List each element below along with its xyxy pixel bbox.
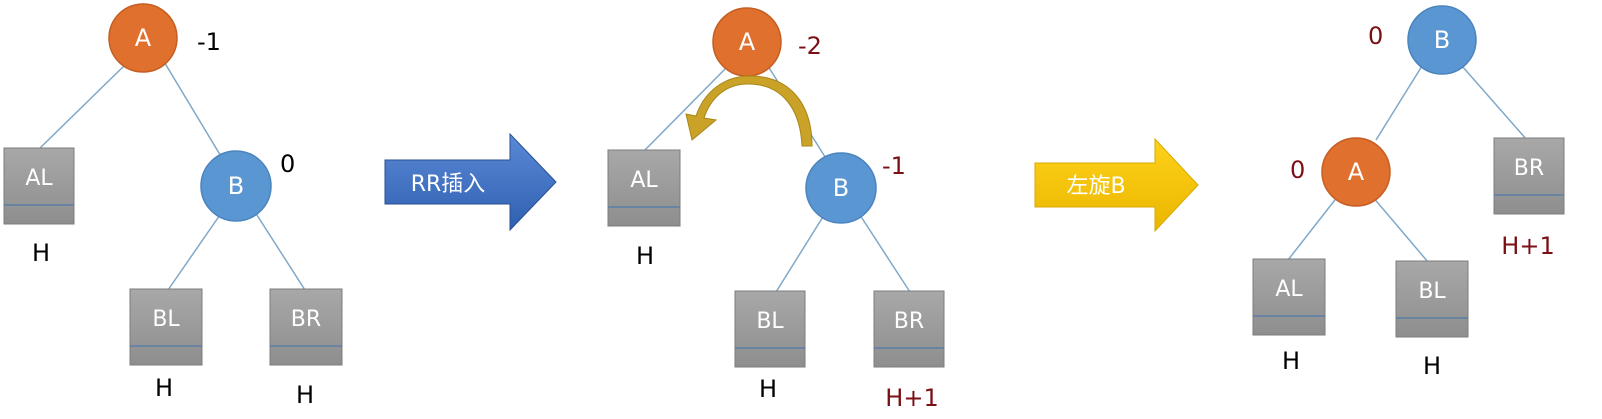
subtree-br-label: BR bbox=[291, 307, 321, 332]
edge-b-a bbox=[1375, 65, 1423, 141]
subtree-bl-label: BL bbox=[756, 309, 784, 334]
subtree-br-label: BR bbox=[894, 309, 924, 334]
node-a: A bbox=[1321, 137, 1391, 207]
node-a-label: A bbox=[739, 28, 756, 56]
subtree-al-height: H bbox=[32, 239, 50, 267]
subtree-br-label: BR bbox=[1514, 156, 1544, 181]
panel-2-after-insert: A -2 B -1 AL H BL H BR H+1 bbox=[607, 7, 945, 412]
subtree-al: AL bbox=[1252, 258, 1326, 336]
edge-a-al bbox=[37, 61, 129, 151]
node-b: B bbox=[1407, 5, 1477, 75]
edge-b-br bbox=[857, 211, 911, 293]
subtree-br: BR bbox=[269, 288, 343, 366]
subtree-bl-height: H bbox=[759, 375, 777, 403]
edge-b-bl bbox=[167, 211, 223, 291]
node-b: B bbox=[805, 152, 877, 224]
edge-a-al bbox=[1287, 195, 1339, 261]
edge-b-bl bbox=[775, 211, 827, 293]
node-b-balance: 0 bbox=[280, 150, 295, 178]
node-a: A bbox=[712, 7, 782, 77]
edge-b-br bbox=[254, 211, 306, 291]
node-b-label: B bbox=[1434, 26, 1450, 54]
subtree-bl: BL bbox=[734, 290, 806, 368]
subtree-br: BR bbox=[873, 290, 945, 368]
panel-1-before-insert: A -1 B 0 AL H BL H BR H bbox=[3, 3, 343, 409]
subtree-br-height: H+1 bbox=[885, 384, 938, 412]
subtree-br-height: H+1 bbox=[1501, 232, 1554, 260]
node-a-balance: -2 bbox=[798, 32, 822, 60]
curved-rotation-arrow-icon bbox=[685, 75, 813, 147]
node-a: A bbox=[108, 3, 178, 73]
subtree-al-height: H bbox=[1282, 347, 1300, 375]
node-b-balance: 0 bbox=[1368, 22, 1383, 50]
subtree-al-label: AL bbox=[630, 168, 658, 193]
subtree-al: AL bbox=[3, 147, 75, 225]
left-rotate-label: 左旋B bbox=[1066, 174, 1125, 199]
subtree-al-label: AL bbox=[25, 166, 53, 191]
subtree-bl-height: H bbox=[155, 374, 173, 402]
node-b-balance: -1 bbox=[882, 152, 906, 180]
rr-insert-arrow: RR插入 bbox=[384, 132, 557, 232]
subtree-al-height: H bbox=[636, 242, 654, 270]
subtree-al: AL bbox=[607, 149, 681, 227]
node-a-label: A bbox=[135, 24, 152, 52]
edge-a-b bbox=[162, 59, 223, 159]
node-b-label: B bbox=[228, 172, 244, 200]
panel-3-after-rotation: B 0 A 0 BR H+1 AL H BL H bbox=[1252, 5, 1565, 380]
subtree-bl-label: BL bbox=[152, 307, 180, 332]
panel-3-edges bbox=[1287, 65, 1528, 263]
subtree-br-height: H bbox=[296, 381, 314, 409]
node-a-label: A bbox=[1348, 158, 1365, 186]
left-rotate-arrow: 左旋B bbox=[1034, 137, 1199, 233]
edge-a-al bbox=[642, 67, 727, 153]
node-a-balance: 0 bbox=[1290, 156, 1305, 184]
subtree-br: BR bbox=[1493, 137, 1565, 215]
node-b: B bbox=[200, 150, 272, 222]
panel-1-edges bbox=[37, 59, 306, 291]
node-b-label: B bbox=[833, 174, 849, 202]
subtree-al-label: AL bbox=[1275, 277, 1303, 302]
rr-insert-label: RR插入 bbox=[411, 172, 486, 197]
subtree-bl-label: BL bbox=[1418, 279, 1446, 304]
node-a-balance: -1 bbox=[197, 28, 221, 56]
subtree-bl-height: H bbox=[1423, 352, 1441, 380]
edge-a-bl bbox=[1371, 195, 1429, 263]
edge-b-br bbox=[1461, 65, 1528, 141]
subtree-bl: BL bbox=[1395, 260, 1469, 338]
subtree-bl: BL bbox=[129, 288, 203, 366]
